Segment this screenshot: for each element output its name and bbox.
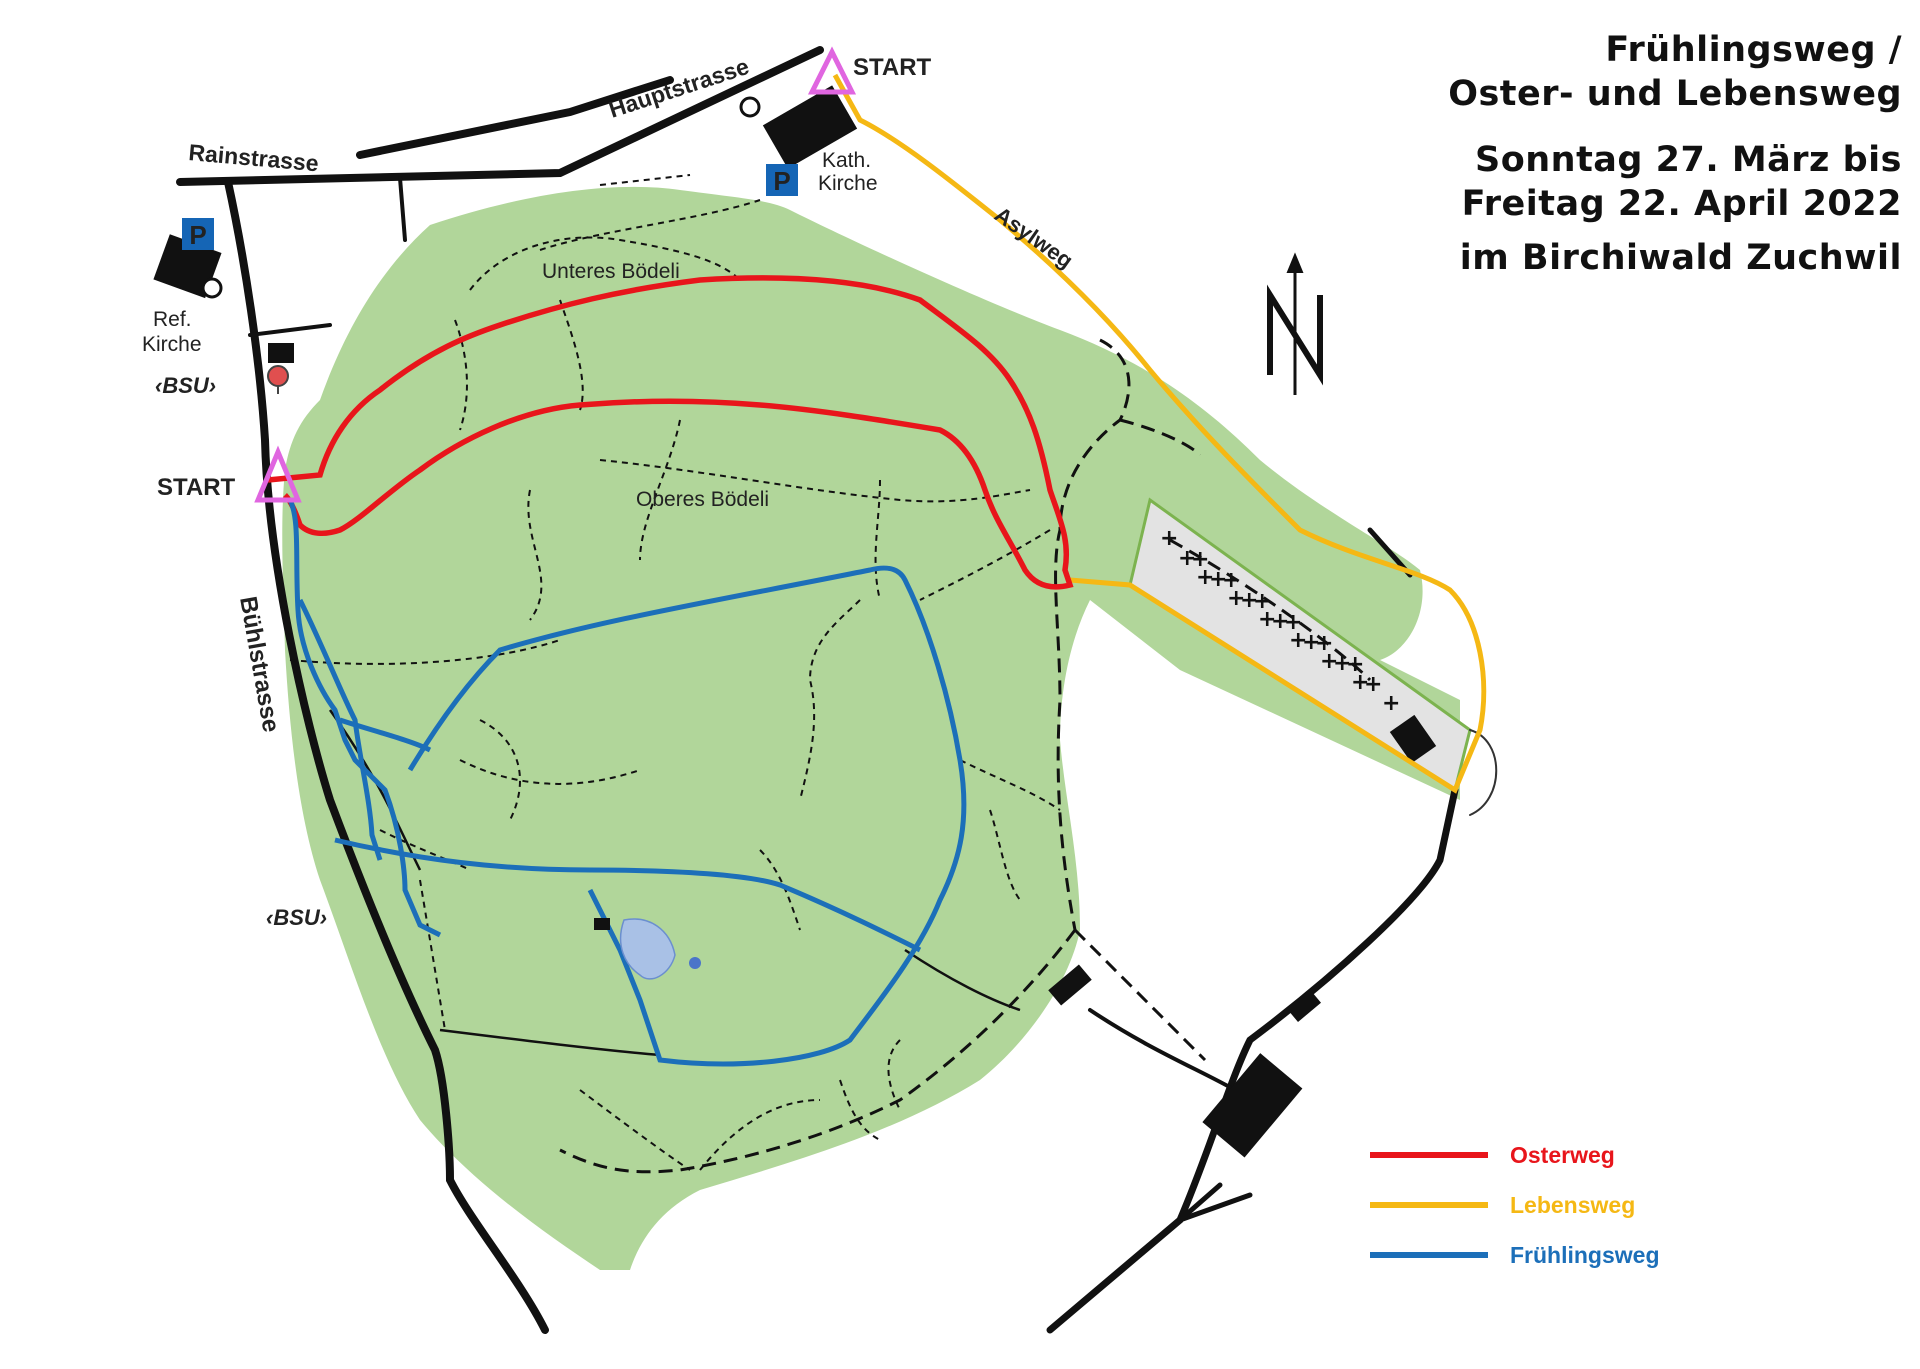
pond	[594, 918, 701, 980]
svg-text:P: P	[189, 220, 206, 250]
title-line-4: Freitag 22. April 2022	[1461, 184, 1902, 224]
kath-kirche-building	[739, 85, 858, 169]
bsu-label-top: ‹BSU›	[155, 373, 216, 398]
building-small	[268, 343, 294, 363]
bus-stop-icon	[267, 365, 289, 394]
cross-icon: +	[1178, 546, 1196, 571]
cross-icon: +	[1240, 588, 1258, 613]
start-label-left: START	[157, 474, 236, 501]
legend-label-osterweg: Osterweg	[1510, 1141, 1615, 1168]
street-label-asylweg: Asylweg	[990, 202, 1077, 274]
cross-icon: +	[1196, 565, 1214, 590]
street-label-hauptstrasse: Hauptstrasse	[606, 53, 753, 123]
title-line-2: Oster- und Lebensweg	[1448, 74, 1902, 114]
label-ref-kirche-1: Ref.	[153, 308, 192, 331]
cross-icon: +	[1209, 567, 1227, 592]
parking-icon: P	[182, 218, 214, 250]
label-unteres-boedeli: Unteres Bödeli	[542, 260, 680, 283]
cross-icon: +	[1253, 589, 1271, 614]
start-triangle-icon	[254, 46, 857, 503]
parking-icon: P	[766, 164, 798, 196]
cross-icon: +	[1351, 670, 1369, 695]
cross-icon: +	[1302, 630, 1320, 655]
cross-icon: +	[1227, 586, 1245, 611]
label-kath-kirche-1: Kath.	[822, 149, 871, 172]
forest-tracks	[559, 338, 1372, 1174]
bsu-label-bottom: ‹BSU›	[266, 905, 327, 930]
start-label-top: START	[853, 54, 932, 81]
svg-text:P: P	[773, 166, 790, 196]
legend-swatch-fruehlingsweg	[1370, 1252, 1488, 1258]
legend-item-lebensweg: Lebensweg	[1370, 1180, 1660, 1230]
legend-swatch-osterweg	[1370, 1152, 1488, 1158]
north-arrow-icon	[1267, 252, 1323, 395]
roads	[176, 46, 1498, 1334]
legend: Osterweg Lebensweg Frühlingsweg	[1370, 1130, 1660, 1280]
ref-kirche-building	[153, 234, 223, 299]
cross-icon: +	[1289, 628, 1307, 653]
legend-label-lebensweg: Lebensweg	[1510, 1191, 1636, 1218]
cross-icon: +	[1320, 649, 1338, 674]
building-hall	[1202, 1053, 1303, 1158]
title-line-5: im Birchiwald Zuchwil	[1459, 238, 1902, 278]
osterweg-route	[267, 275, 1074, 590]
cross-icon: +	[1382, 691, 1400, 716]
label-kath-kirche-2: Kirche	[818, 172, 878, 195]
lebensweg-route	[832, 73, 1487, 794]
cross-icon: +	[1160, 526, 1178, 551]
building-sports-2	[1289, 991, 1321, 1023]
cross-icon: +	[1333, 651, 1351, 676]
building-sports-1	[1048, 964, 1092, 1006]
cemetery-crosses: +++++++++++++++++++++	[1160, 526, 1400, 716]
label-ref-kirche-2: Kirche	[142, 333, 202, 356]
label-oberes-boedeli: Oberes Bödeli	[636, 488, 769, 511]
fruehlingsweg-route	[287, 498, 967, 1067]
cross-icon: +	[1258, 607, 1276, 632]
title-line-3: Sonntag 27. März bis	[1474, 140, 1902, 180]
street-label-rainstrasse: Rainstrasse	[188, 139, 320, 176]
cross-icon: +	[1271, 609, 1289, 634]
legend-swatch-lebensweg	[1370, 1202, 1488, 1208]
map-title: Frühlingsweg / Oster- und Lebensweg Sonn…	[1448, 28, 1902, 280]
forest-area	[282, 186, 1461, 1270]
title-line-1: Frühlingsweg /	[1605, 30, 1902, 70]
legend-label-fruehlingsweg: Frühlingsweg	[1510, 1241, 1660, 1268]
street-label-buehlstrasse: Bühlstrasse	[234, 594, 284, 734]
legend-item-fruehlingsweg: Frühlingsweg	[1370, 1230, 1660, 1280]
legend-item-osterweg: Osterweg	[1370, 1130, 1660, 1180]
forest-paths	[289, 174, 1061, 1171]
